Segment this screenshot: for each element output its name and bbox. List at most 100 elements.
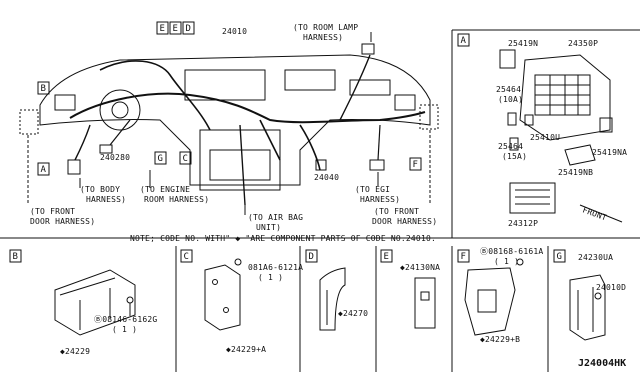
clip-part (499, 49, 516, 69)
part-number-label: Ⓑ08168-6161A (480, 247, 543, 256)
fuse-10a (507, 112, 517, 126)
connector (369, 159, 385, 171)
part-number-label: 25419NA (592, 148, 627, 157)
steering-wheel (99, 89, 141, 131)
door-connector-left (19, 109, 39, 135)
part-number-label: (10A) (498, 95, 523, 104)
part-24229-detail (59, 277, 116, 330)
fuse-block (519, 54, 611, 141)
callout-tag: B (41, 84, 46, 94)
harness-branch (99, 60, 211, 131)
harness-branch (339, 54, 371, 121)
door-connector-right (419, 104, 439, 130)
harness-note: (TO ENGINE (140, 185, 190, 194)
part-24229a (204, 264, 241, 331)
harness-note: HARNESS) (303, 33, 343, 42)
vent-right (349, 79, 391, 96)
part-number-label: 25419NB (558, 168, 593, 177)
hole (223, 307, 229, 313)
part-24270 (319, 267, 346, 331)
part-number-label: ( 1 ) (258, 273, 283, 282)
fuse-grid-lines (535, 75, 590, 115)
connector (361, 43, 375, 55)
harness-note: (TO BODY (80, 185, 120, 194)
panel-tag-box (553, 249, 566, 263)
harness-note: (TO FRONT (30, 207, 75, 216)
dashboard-outline (39, 54, 431, 186)
part-24230ua-detail (577, 287, 594, 332)
callout-box (37, 162, 50, 176)
footnote: NOTE; CODE NO. WITH" ◆ "ARE COMPONENT PA… (130, 234, 436, 243)
part-24229b (464, 267, 516, 336)
part-number-label: 24350P (568, 39, 598, 48)
connector (67, 159, 81, 175)
part-number-label: 24010 (222, 27, 247, 36)
bolt (516, 258, 524, 266)
harness-note: (TO EGI (355, 185, 390, 194)
fuse-15a (509, 137, 519, 151)
part-number-label: Ⓑ08146-6162G (94, 315, 157, 324)
callout-tag: C (183, 154, 188, 164)
panel-tag-box (380, 249, 393, 263)
harness-branch (239, 124, 246, 206)
part-24230ua (569, 274, 606, 341)
harness-note: HARNESS) (86, 195, 126, 204)
part-number-label: 25410U (530, 133, 560, 142)
panel-tag: B (13, 252, 18, 262)
panel-tag: A (461, 36, 467, 46)
panel-tag-box (457, 249, 470, 263)
panel-tag: F (461, 252, 466, 262)
connector (315, 159, 327, 171)
panel-tag: D (309, 252, 314, 262)
panel-tag-box (9, 249, 22, 263)
harness-note: HARNESS) (360, 195, 400, 204)
gauge-cluster (184, 69, 266, 101)
bolt (594, 292, 602, 300)
harness-note: DOOR HARNESS) (372, 217, 437, 226)
callout-tag: E (173, 24, 178, 34)
fuse-cover-lines (515, 189, 550, 205)
part-number-label: 24312P (508, 219, 538, 228)
front-label: FRONT (581, 205, 608, 222)
harness-branch (109, 119, 131, 146)
harness-note: (TO AIR BAG (248, 213, 303, 222)
callout-tag: G (158, 154, 163, 164)
callout-tag: F (413, 160, 418, 170)
bracket-part (564, 144, 596, 166)
part-number-label: ◆24229+B (480, 335, 520, 344)
part-number-label: ( 1 ) (494, 257, 519, 266)
part-number-label: ◆24229 (60, 347, 90, 356)
panel-tag: E (384, 252, 389, 262)
vent-left (54, 94, 76, 111)
fuse-cover (509, 182, 556, 214)
panel-tag-box (180, 249, 193, 263)
harness-branch (299, 124, 321, 171)
part-number-label: 081A6-6121A (248, 263, 303, 272)
harness-branch (377, 124, 381, 161)
part-24130na-slot (420, 291, 430, 301)
callout-box (154, 151, 167, 165)
console-panel (209, 149, 271, 181)
panel-tag: G (557, 252, 562, 262)
front-arrow (579, 204, 623, 223)
vent (284, 69, 336, 91)
hole (212, 279, 218, 285)
callout-box (409, 157, 422, 171)
harness-branch (259, 119, 281, 161)
harness-note: ROOM HARNESS) (144, 195, 209, 204)
part-number-label: ◆24270 (338, 309, 368, 318)
callout-tag: A (41, 165, 47, 175)
panel-tag-box (305, 249, 318, 263)
part-number-label: 25464 (496, 85, 521, 94)
callout-box (156, 21, 169, 35)
harness-note: (TO ROOM LAMP (293, 23, 358, 32)
part-number-label: 25419N (508, 39, 538, 48)
part-number-label: (15A) (502, 152, 527, 161)
steering-hub (111, 101, 129, 119)
diagram-code: J24004HK (578, 358, 626, 369)
callout-box (37, 81, 50, 95)
part-24130na (414, 277, 436, 329)
part-number-label: 240280 (100, 153, 130, 162)
